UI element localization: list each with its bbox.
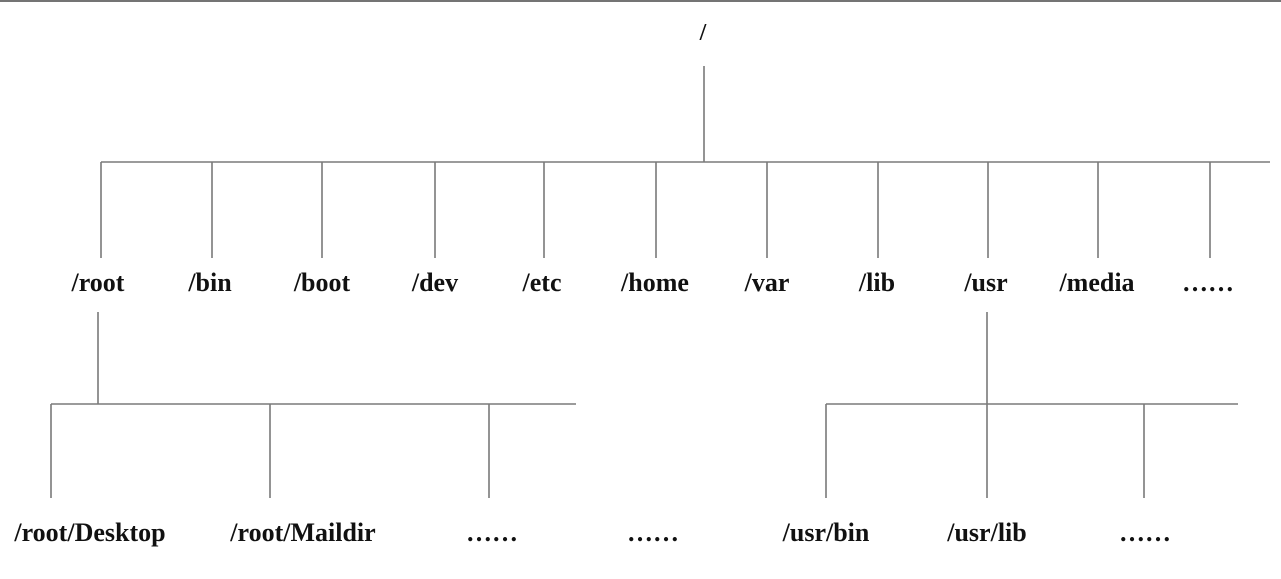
node-usr-lib: /usr/lib (946, 518, 1026, 547)
usr-dir-children: /usr/bin /usr/lib …… (782, 518, 1171, 547)
node-etc: /etc (522, 268, 562, 297)
node-bin: /bin (187, 268, 232, 297)
node-root-desktop: /root/Desktop (13, 518, 165, 547)
root-dir-edges (50, 312, 576, 498)
node-var: /var (744, 268, 790, 297)
node-more-gap: …… (627, 518, 679, 547)
node-boot: /boot (293, 268, 351, 297)
node-root: / (699, 20, 707, 46)
node-root-dir: /root (71, 268, 125, 297)
root-dir-children: /root/Desktop /root/Maildir …… …… (13, 518, 679, 547)
node-usr-more: …… (1119, 518, 1171, 547)
level1-nodes: /root /bin /boot /dev /etc /home /var /l… (71, 268, 1234, 297)
node-media: /media (1058, 268, 1134, 297)
node-home: /home (620, 268, 689, 297)
node-more: …… (1182, 268, 1234, 297)
node-usr-bin: /usr/bin (782, 518, 870, 547)
usr-dir-edges (825, 312, 1238, 498)
node-root-maildir: /root/Maildir (229, 518, 375, 547)
node-dev: /dev (411, 268, 458, 297)
node-lib: /lib (858, 268, 895, 297)
node-usr: /usr (963, 268, 1007, 297)
node-root-more: …… (466, 518, 518, 547)
root-edges (100, 66, 1270, 258)
